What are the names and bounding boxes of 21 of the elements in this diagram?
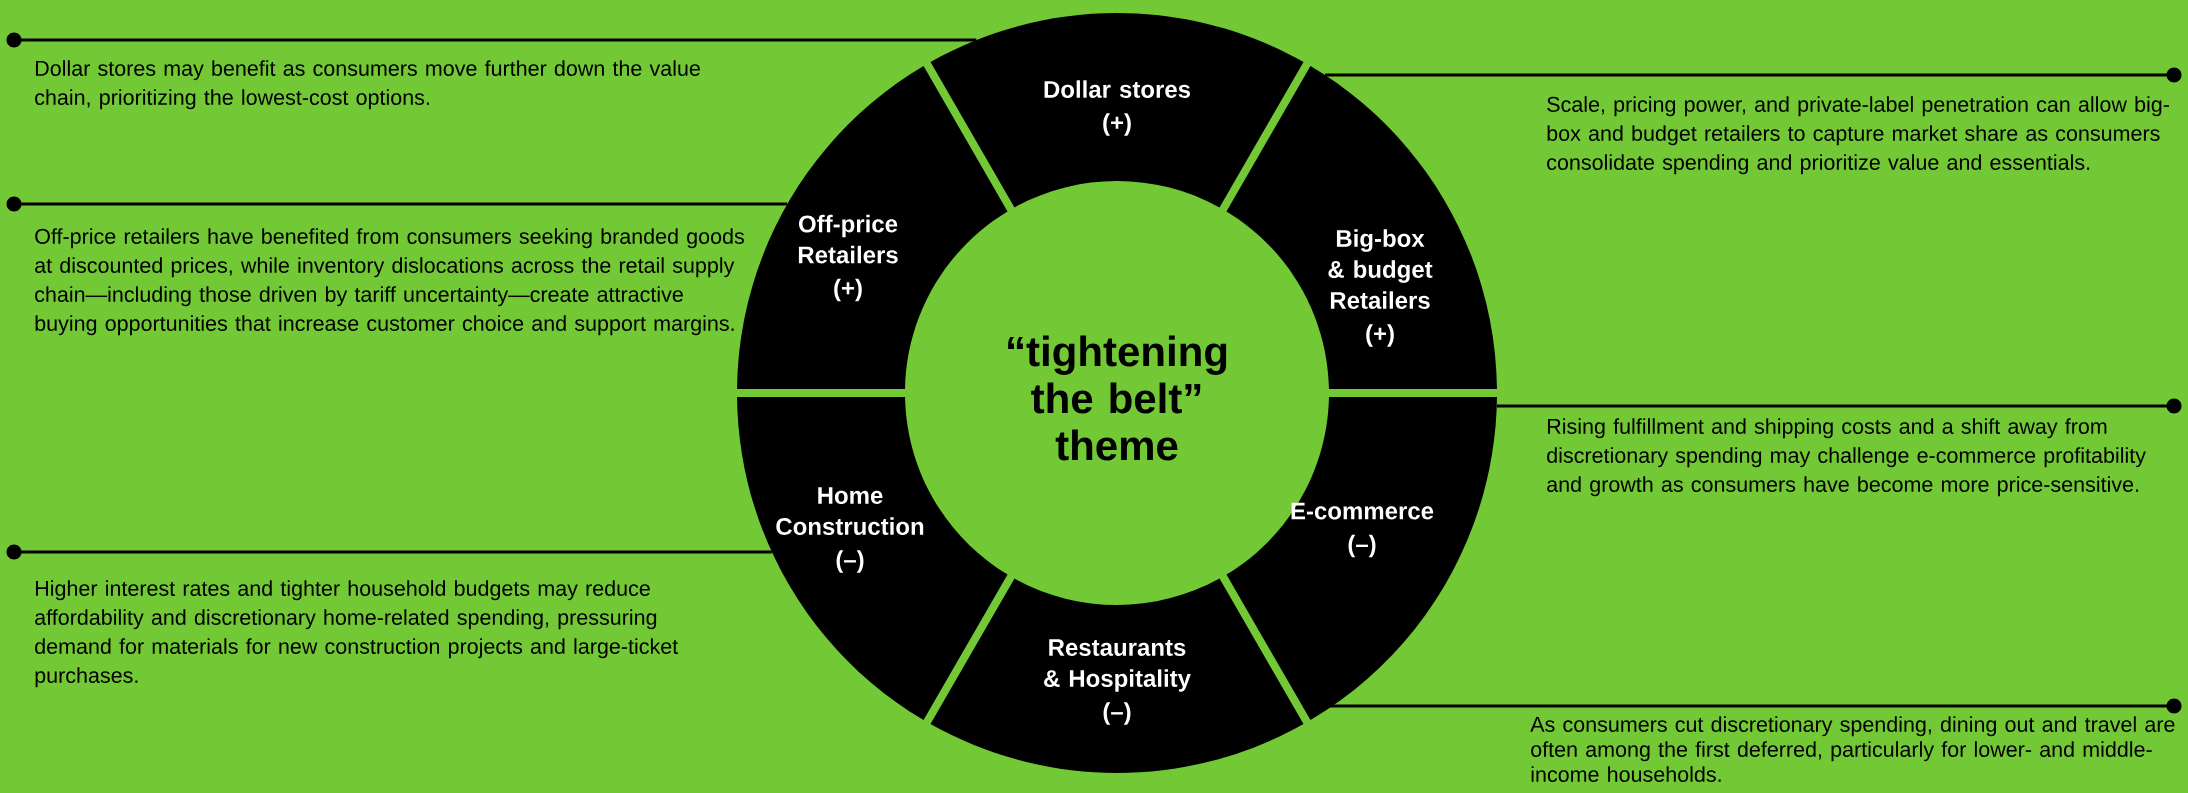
ring-segment: Home Construction (–) bbox=[737, 397, 1008, 721]
leader-line bbox=[1325, 67, 2182, 83]
ring-segment: Dollar stores (+) bbox=[930, 13, 1304, 208]
ring-segment: E-commerce (–) bbox=[1226, 397, 1497, 721]
node-label: (+) bbox=[1103, 113, 1131, 136]
description-text: Rising fulfillment and shipping costs and a shift away from discretionary spending may challenge e-commerce profitability and growth as consumers have become more price-sensitive. bbox=[1547, 418, 2146, 497]
leader-line bbox=[1496, 398, 2182, 414]
ring-segment: Big-box & budget Retailers (+) bbox=[1226, 65, 1497, 389]
leader-line bbox=[6, 196, 788, 212]
center-title: “tightening the belt” theme bbox=[1008, 335, 1227, 461]
description-text: Dollar stores may benefit as consumers move further down the value chain, prioritizing the lowest-cost options. bbox=[35, 60, 700, 110]
description-text: Scale, pricing power, and private-label penetration can allow big-box and budget retailers to capture market share as consumers consolidate spending and prioritize value and essentials. bbox=[1547, 96, 2169, 175]
ring-segment: Restaurants & Hospitality (–) bbox=[930, 578, 1304, 773]
leader-line bbox=[6, 32, 977, 48]
leader-line bbox=[1303, 698, 2182, 714]
description-text: Higher interest rates and tighter household budgets may reduce affordability and discretionary home-related spending, pressuring demand for materials for new construction projects and large-ticket purchases. bbox=[35, 580, 679, 688]
description-text: As consumers cut discretionary spending, dining out and travel are often among the first deferred, particularly for lower- and middle-income households. bbox=[1530, 716, 2175, 782]
node-label: Dollar stores bbox=[1044, 80, 1191, 98]
leader-line bbox=[6, 544, 772, 560]
node-label: Restaurants & Hospitality bbox=[1044, 639, 1191, 692]
node-label: (–) bbox=[1103, 702, 1131, 725]
